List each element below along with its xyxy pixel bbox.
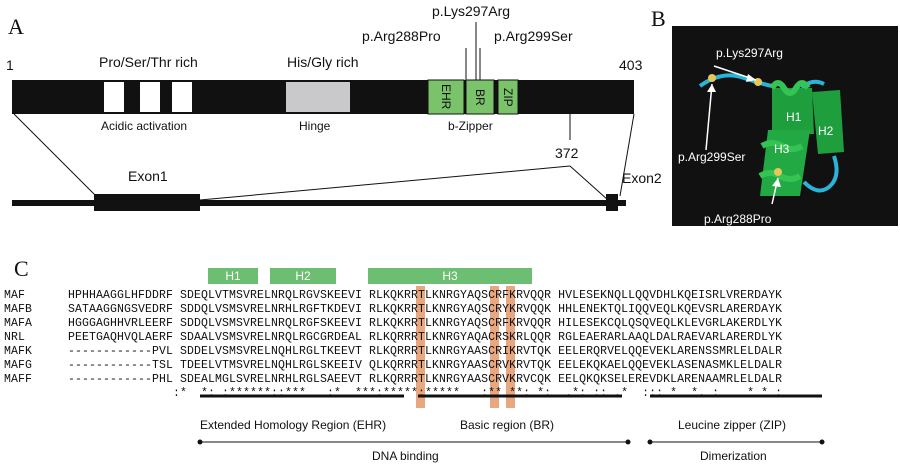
row-name: MAFA — [4, 317, 33, 330]
exon1-label: Exon1 — [128, 168, 168, 184]
region-br-label: Basic region (BR) — [460, 418, 555, 432]
pos-exon-break-label: 372 — [555, 145, 579, 161]
acidic-box-2 — [140, 82, 160, 112]
panel-c-letter: C — [14, 256, 29, 281]
mut-arg288-label: p.Arg288Pro — [362, 28, 441, 44]
site-arg288 — [774, 168, 782, 176]
pos-end-label: 403 — [619, 57, 643, 73]
dimerization-end-right — [819, 439, 825, 445]
c-helix-h3-bar: H3 — [368, 268, 532, 284]
dna-binding-end-left — [197, 439, 203, 445]
row-name: MAFK — [4, 345, 33, 358]
highlight-col-299 — [506, 286, 515, 408]
panel-b-structure — [672, 26, 898, 226]
loop-c-terminal — [802, 155, 839, 193]
acidic-box-1 — [104, 82, 124, 112]
row-name: MAF — [4, 289, 26, 302]
helix-h3-coil-b — [758, 170, 802, 182]
c-helix-h3-label: H3 — [442, 269, 458, 283]
b-mut-arg299-label: p.Arg299Ser — [678, 150, 746, 164]
panel-a-letter: A — [8, 14, 24, 39]
bzipper-label: b-Zipper — [448, 119, 493, 133]
zip-box-label: ZIP — [501, 87, 515, 107]
connector-left — [13, 113, 97, 197]
panel-b-letter: B — [651, 6, 666, 31]
ehr-box-label-wrap: EHR — [428, 80, 464, 114]
panel-a-diagram — [12, 22, 635, 211]
row-sequence: HPHHAAGGLHFDDRF SDEQLVTMSVRELNRQLRGVSKEE… — [68, 289, 783, 302]
utr-left — [12, 200, 94, 206]
dimerization-end-left — [647, 439, 653, 445]
intron-line-a — [199, 165, 571, 201]
b-helix-h3-label: H3 — [774, 142, 790, 156]
row-sequence: ------------TSL TDEELVTMSVRELNQHLRGLSKEE… — [68, 359, 783, 372]
dna-binding-label: DNA binding — [372, 449, 439, 463]
row-name: MAFB — [4, 303, 33, 316]
intron-line-b — [569, 165, 609, 201]
row-name: MAFG — [4, 359, 33, 372]
c-helix-h2-bar: H2 — [270, 268, 336, 284]
zip-box — [497, 79, 519, 115]
site-arg299 — [708, 74, 716, 82]
acidic-box-3 — [172, 82, 192, 112]
mut-arg299-label: p.Arg299Ser — [494, 28, 573, 44]
row-sequence: PEETGAQHVQLAERF SDAALVSMSVRELNRQLRGCGRDE… — [68, 331, 783, 344]
region-zip-label: Leucine zipper (ZIP) — [678, 418, 787, 432]
exon1-box — [94, 194, 200, 211]
zip-box-label-wrap: ZIP — [498, 80, 518, 114]
b-helix-h2-label: H2 — [818, 124, 834, 138]
acidic-label: Acidic activation — [101, 119, 188, 133]
exon2-label: Exon2 — [622, 170, 662, 186]
c-helix-h1-label: H1 — [225, 269, 241, 283]
hinge-label: Hinge — [299, 119, 331, 133]
arrowhead-arg299 — [707, 84, 716, 92]
b-mut-lys297-label: p.Lys297Arg — [716, 46, 783, 60]
mut-lys297-label: p.Lys297Arg — [432, 3, 511, 19]
dimerization-label: Dimerization — [700, 449, 767, 463]
ehr-box — [427, 79, 465, 115]
ehr-box-label: EHR — [439, 84, 453, 110]
arrow-arg299 — [705, 83, 713, 151]
row-name: NRL — [4, 331, 26, 344]
alignment-names: MAF MAFB MAFA NRL MAFK MAFG MAFF — [4, 289, 32, 387]
highlight-col-297 — [490, 286, 499, 408]
pos-start-label: 1 — [6, 57, 14, 73]
utr-right — [618, 200, 626, 206]
row-sequence: SATAAGGNGSVEDRF SDDQLVSMSVRELNRHLRGFTKDE… — [68, 303, 783, 316]
br-box-label-wrap: BR — [466, 80, 494, 114]
row-name: MAFF — [4, 373, 33, 386]
row-sequence: ------------PHL SDEALMGLSVRELNRHLRGLSAEE… — [68, 373, 783, 386]
region-ehr-label: Extended Homology Region (EHR) — [200, 418, 387, 432]
c-helix-h2-label: H2 — [295, 269, 311, 283]
b-helix-h1-label: H1 — [786, 110, 802, 124]
helix-h2-shape — [812, 90, 844, 154]
br-box — [465, 79, 495, 115]
exon2-box — [606, 194, 618, 211]
arrowhead-arg288 — [772, 178, 781, 187]
row-sequence: ------------PVL SDDELVSMSVRELNQHLRGLTKEE… — [68, 345, 783, 358]
connector-right — [619, 113, 635, 197]
arrowhead-lys297 — [746, 74, 756, 82]
helix-h1-shape — [772, 88, 814, 134]
c-helix-h1-bar: H1 — [208, 268, 258, 284]
region-hisgly-label: His/Gly rich — [287, 54, 359, 70]
hinge-box — [286, 82, 350, 112]
row-sequence: HGGGAGHHVRLEERF SDDQLVSMSVRELNRQLRGFSKEE… — [68, 317, 783, 330]
br-box-label: BR — [473, 88, 487, 106]
panel-c-regions — [197, 394, 825, 445]
highlight-col-288 — [416, 286, 425, 408]
intron-bar — [200, 200, 606, 206]
helix-h3-coil-a — [760, 140, 804, 152]
b-mut-arg288-label: p.Arg288Pro — [704, 212, 772, 226]
region-pst-label: Pro/Ser/Thr rich — [99, 54, 198, 70]
helix-h1-coil — [769, 80, 811, 96]
dna-binding-end-right — [625, 439, 631, 445]
